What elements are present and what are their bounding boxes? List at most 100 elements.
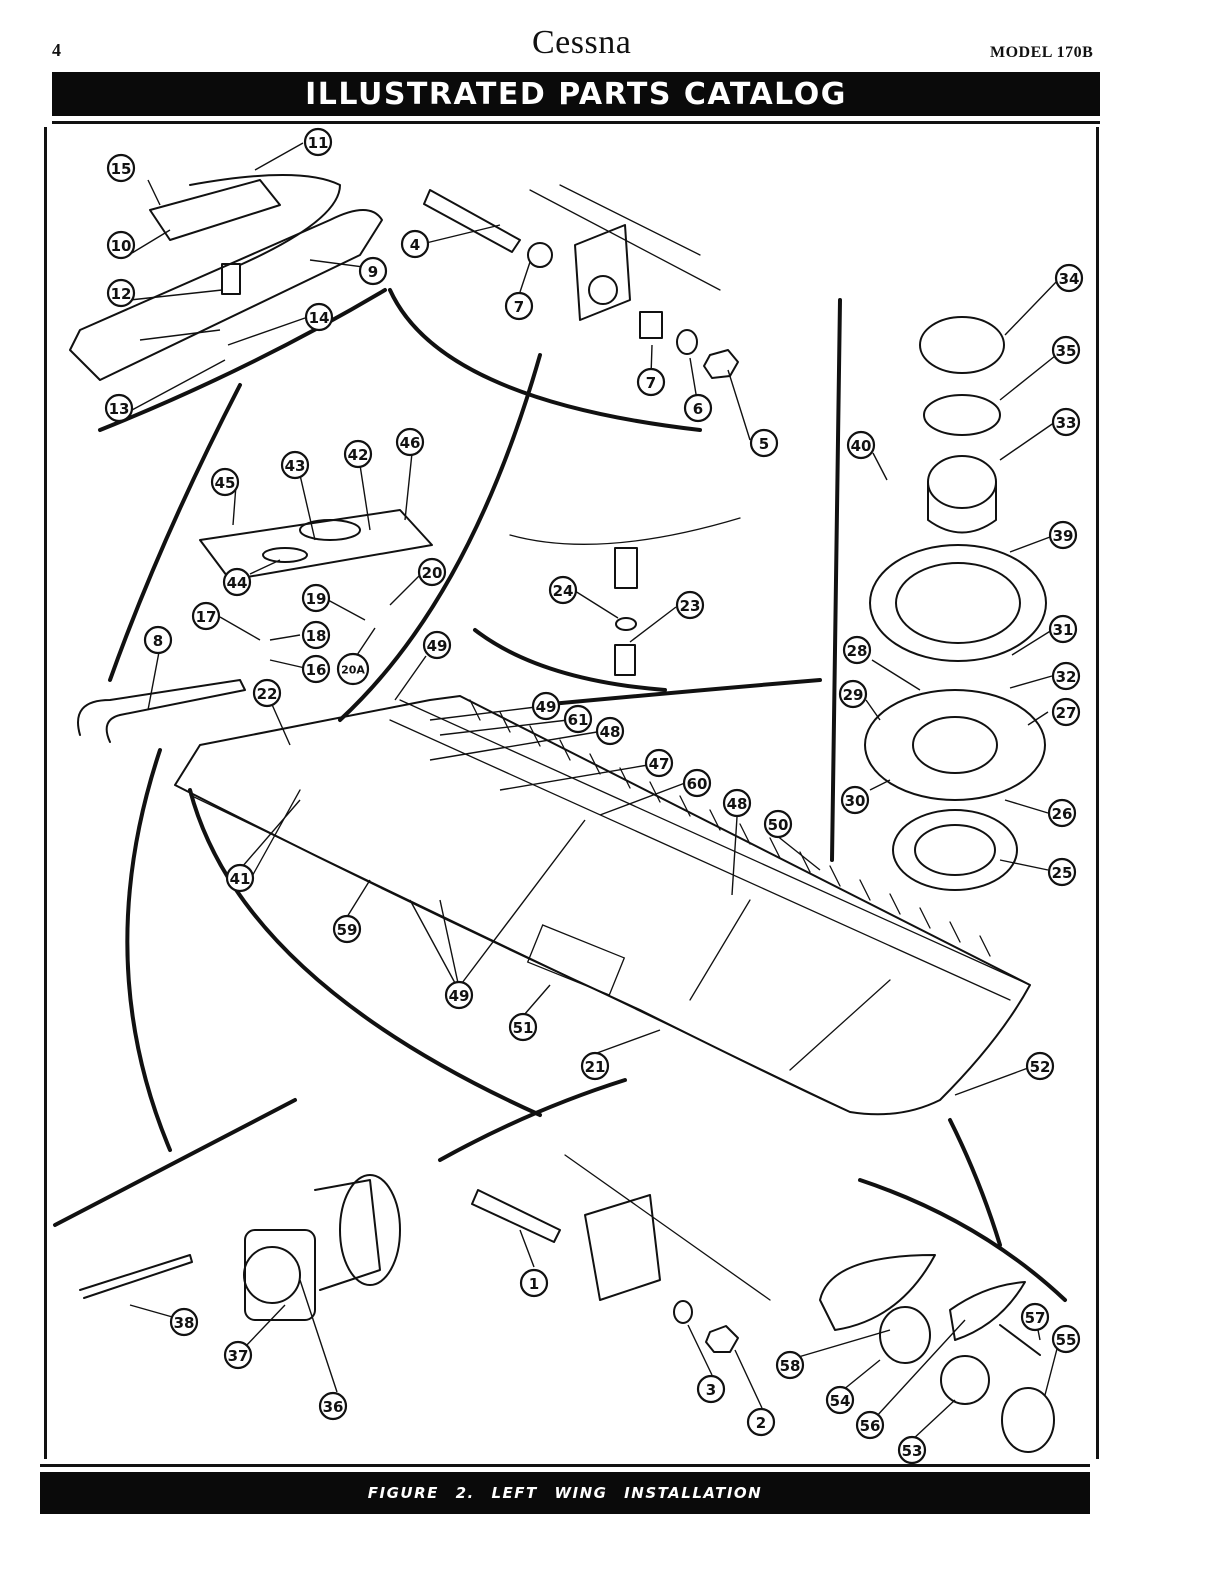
callout-54: 54: [825, 1385, 855, 1415]
callout-49: 49: [422, 630, 452, 660]
callout-19: 19: [301, 583, 331, 613]
callout-label: 53: [902, 1442, 923, 1460]
brand-logo: Cessna: [532, 24, 632, 61]
leading-edge-strip: [77, 679, 246, 743]
callout-9: 9: [358, 256, 388, 286]
callout-17: 17: [191, 601, 221, 631]
callout-label: 48: [600, 723, 621, 741]
callout-49: 49: [531, 691, 561, 721]
callout-11: 11: [303, 127, 333, 157]
callout-label: 3: [706, 1381, 716, 1399]
callout-24: 24: [548, 575, 578, 605]
callout-label: 28: [847, 642, 868, 660]
callout-32: 32: [1051, 661, 1081, 691]
callout-label: 12: [111, 285, 132, 303]
callout-layer: 1234567789101112131415161718192020A21222…: [104, 127, 1084, 1465]
callout-label: 44: [227, 574, 248, 592]
callout-label: 2: [756, 1414, 766, 1432]
callout-52: 52: [1025, 1051, 1055, 1081]
callout-label: 33: [1056, 414, 1077, 432]
callout-label: 1: [529, 1275, 539, 1293]
callout-14: 14: [304, 302, 334, 332]
callout-label: 31: [1053, 621, 1074, 639]
callout-label: 17: [196, 608, 217, 626]
callout-10: 10: [106, 230, 136, 260]
callout-13: 13: [104, 393, 134, 423]
callout-label: 20A: [341, 664, 365, 677]
callout-27: 27: [1051, 697, 1081, 727]
callout-57: 57: [1020, 1302, 1050, 1332]
callout-label: 43: [285, 457, 306, 475]
title-bar: ILLUSTRATED PARTS CATALOG: [52, 72, 1100, 116]
callout-8: 8: [143, 625, 173, 655]
callout-label: 38: [174, 1314, 195, 1332]
callout-53: 53: [897, 1435, 927, 1465]
callout-label: 15: [111, 160, 132, 178]
callout-42: 42: [343, 439, 373, 469]
callout-41: 41: [225, 863, 255, 893]
callout-label: 22: [257, 685, 278, 703]
callout-36: 36: [318, 1391, 348, 1421]
callout-51: 51: [508, 1012, 538, 1042]
callout-45: 45: [210, 467, 240, 497]
hinge-bolt-top: [423, 184, 739, 379]
callout-16: 16: [301, 654, 331, 684]
callout-label: 5: [759, 435, 769, 453]
callout-48: 48: [722, 788, 752, 818]
callout-48: 48: [595, 716, 625, 746]
callout-label: 25: [1052, 864, 1073, 882]
lower-left-parts: [79, 1174, 401, 1321]
callout-label: 18: [306, 627, 327, 645]
callout-34: 34: [1054, 263, 1084, 293]
fuel-cap-stack: [864, 316, 1047, 891]
callout-label: 9: [368, 263, 378, 281]
assembly-arrows: [53, 288, 1067, 1302]
fuel-drain: [509, 517, 741, 676]
callout-label: 19: [306, 590, 327, 608]
callout-7: 7: [636, 367, 666, 397]
callout-21: 21: [580, 1051, 610, 1081]
callout-label: 14: [309, 309, 330, 327]
callout-label: 32: [1056, 668, 1077, 686]
callout-38: 38: [169, 1307, 199, 1337]
callout-label: 30: [845, 792, 866, 810]
callout-label: 34: [1059, 270, 1080, 288]
callout-label: 16: [306, 661, 327, 679]
callout-56: 56: [855, 1410, 885, 1440]
callout-3: 3: [696, 1374, 726, 1404]
callout-label: 49: [427, 637, 448, 655]
figure-caption: FIGURE 2. LEFT WING INSTALLATION: [367, 1484, 763, 1502]
lower-hinge-bolt: [471, 1154, 771, 1353]
callout-58: 58: [775, 1350, 805, 1380]
catalog-title: ILLUSTRATED PARTS CATALOG: [305, 76, 847, 112]
callout-label: 49: [449, 987, 470, 1005]
callout-label: 50: [768, 816, 789, 834]
navigation-light-parts: [819, 1254, 1055, 1453]
inspection-plate: [199, 509, 433, 581]
callout-label: 20: [422, 564, 443, 582]
callout-label: 47: [649, 755, 670, 773]
callout-label: 54: [830, 1392, 851, 1410]
callout-label: 59: [337, 921, 358, 939]
callout-31: 31: [1048, 614, 1078, 644]
callout-2: 2: [746, 1407, 776, 1437]
callout-35: 35: [1051, 335, 1081, 365]
callout-label: 23: [680, 597, 701, 615]
callout-43: 43: [280, 450, 310, 480]
top-rule: [52, 121, 1100, 124]
callout-29: 29: [838, 679, 868, 709]
callout-25: 25: [1047, 857, 1077, 887]
callout-4: 4: [400, 229, 430, 259]
callout-47: 47: [644, 748, 674, 778]
callout-label: 57: [1025, 1309, 1046, 1327]
frame-left-rule: [44, 127, 47, 1459]
model-label: MODEL 170B: [990, 44, 1094, 61]
callout-label: 11: [308, 134, 329, 152]
callout-label: 55: [1056, 1331, 1077, 1349]
callout-label: 36: [323, 1398, 344, 1416]
callout-label: 49: [536, 698, 557, 716]
callout-label: 56: [860, 1417, 881, 1435]
callout-label: 27: [1056, 704, 1077, 722]
callout-label: 60: [687, 775, 708, 793]
